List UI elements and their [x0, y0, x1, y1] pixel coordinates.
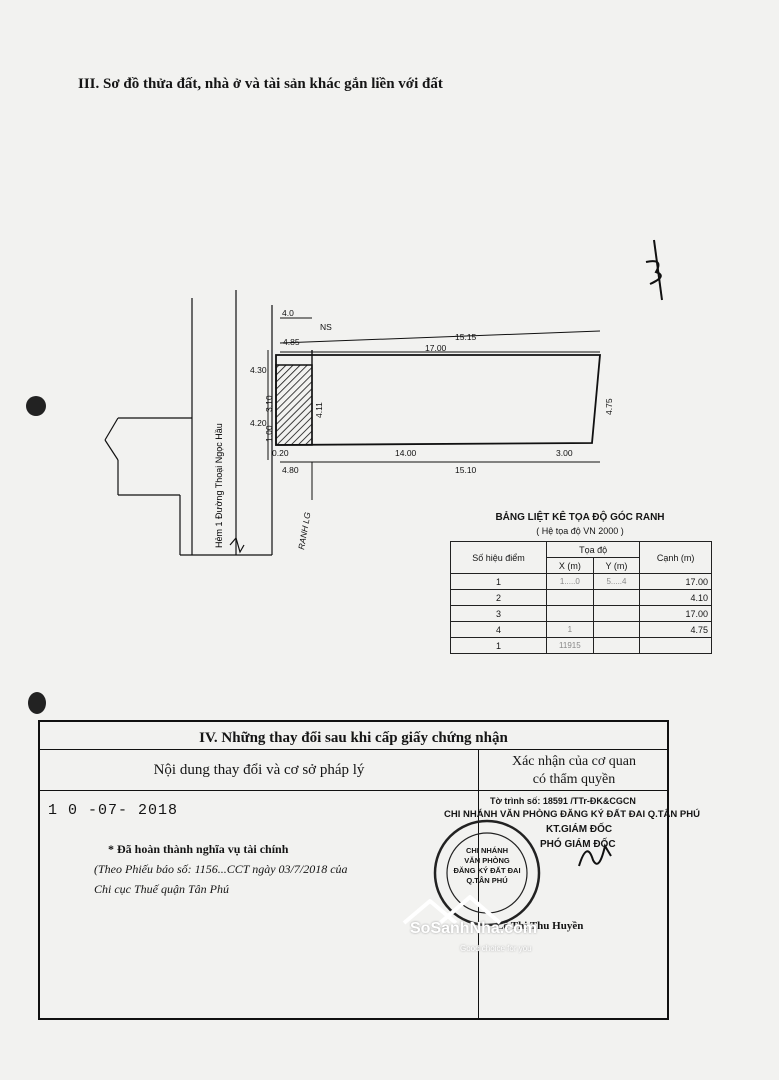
section-4-box	[38, 720, 669, 1020]
land-plot-diagram: Hẻm 1 Đường Thoại Ngọc Hầu 4.0 NS 4.85 1…	[104, 239, 663, 556]
dim-label: 4.30	[250, 365, 267, 375]
cell-y	[592, 637, 641, 654]
cell-y	[592, 605, 641, 622]
house-logo-icon	[402, 895, 502, 925]
cell-x: 1	[545, 621, 594, 638]
boundary-label: RANH LG	[296, 511, 312, 550]
cell-point: 3	[450, 605, 547, 622]
cell-x	[545, 605, 594, 622]
table-row: 1 11915	[450, 637, 712, 654]
cell-y	[592, 589, 641, 606]
cell-point: 2	[450, 589, 547, 606]
table-row: 4 1 4.75	[450, 621, 712, 638]
cell-y: 5.....4	[592, 573, 641, 590]
dim-label: 4.11	[314, 402, 324, 418]
cell-edge: 4.10	[639, 589, 712, 606]
stamp-line: VĂN PHÒNG	[464, 856, 510, 865]
ns-label: NS	[320, 322, 332, 332]
dim-label: 17.00	[425, 343, 447, 353]
section-3-title: III. Sơ đồ thửa đất, nhà ở và tài sản kh…	[78, 76, 443, 92]
dim-label: 14.00	[395, 448, 417, 458]
deputy-director: PHÓ GIÁM ĐỐC	[540, 839, 616, 850]
stamp-line: ĐĂNG KÝ ĐẤT ĐAI	[453, 866, 521, 875]
tax-complete-note: * Đã hoàn thành nghĩa vụ tài chính	[108, 842, 289, 856]
coord-header-coords: Tọa độ	[545, 541, 641, 558]
scan-speck	[28, 692, 46, 714]
tax-office: Chi cục Thuế quận Tân Phú	[94, 882, 229, 896]
kt-director: KT.GIÁM ĐỐC	[546, 824, 613, 835]
coord-table: Số hiệu điểm Tọa độ Cạnh (m) X (m) Y (m)…	[450, 541, 712, 654]
dim-label: 15.10	[455, 465, 477, 475]
cell-point: 1	[450, 573, 547, 590]
road-strip	[104, 290, 273, 556]
col-right-header: Xác nhận của cơ quan có thẩm quyền	[480, 753, 668, 789]
coord-header-y: Y (m)	[592, 557, 641, 574]
coord-header-x: X (m)	[545, 557, 594, 574]
col-right-header-line: có thẩm quyền	[532, 772, 616, 787]
stamp-line: Q.TÂN PHÚ	[466, 876, 508, 885]
dimension-lines	[267, 317, 601, 500]
cell-edge	[639, 637, 712, 654]
cell-x	[545, 589, 594, 606]
table-row: 2 4.10	[450, 589, 712, 606]
cell-point: 4	[450, 621, 547, 638]
signature-icon	[578, 843, 612, 867]
submission-no: Tờ trình số: 18591 /TTr-ĐK&CGCN	[490, 796, 636, 806]
watermark-name: SoSanhNha.com	[410, 920, 538, 937]
col-right-header-line: Xác nhận của cơ quan	[511, 754, 636, 769]
cell-x: 11915	[545, 637, 594, 654]
dim-label: 0.20	[272, 448, 289, 458]
tax-notice-ref: (Theo Phiếu báo số: 1156...CCT ngày 03/7…	[94, 862, 348, 876]
dim-label: 1.00	[264, 425, 274, 442]
section-4-title: IV. Những thay đổi sau khi cấp giấy chứn…	[199, 730, 508, 746]
signer-name: Lê Thị Thu Huyền	[496, 920, 584, 932]
dim-label: 4.20	[250, 418, 267, 428]
dim-label: 4.75	[604, 398, 614, 415]
change-date: 1 0 -07- 2018	[48, 802, 179, 819]
dim-label: 4.0	[282, 308, 294, 318]
divider	[478, 749, 479, 1018]
watermark-tagline: Good choice for you	[460, 944, 532, 953]
cell-edge: 17.00	[639, 573, 712, 590]
north-arrow-icon	[645, 239, 663, 301]
stamp-line: CHI NHÁNH	[465, 846, 509, 855]
divider	[38, 790, 669, 791]
divider	[38, 749, 669, 750]
dim-label: 3.00	[556, 448, 573, 458]
coord-table-subtitle: ( Hệ tọa độ VN 2000 )	[536, 526, 624, 536]
road-label: Hẻm 1 Đường Thoại Ngọc Hầu	[214, 423, 224, 548]
dim-label: 3.10	[264, 395, 274, 412]
land-lot	[275, 350, 601, 446]
cell-edge: 17.00	[639, 605, 712, 622]
cell-y	[592, 621, 641, 638]
table-row: 1 1.....0 5.....4 17.00	[450, 573, 712, 590]
cell-edge: 4.75	[639, 621, 712, 638]
dim-label: 4.80	[282, 465, 299, 475]
col-left-header: Nội dung thay đổi và cơ sở pháp lý	[153, 762, 365, 778]
dim-label: 4.85	[283, 337, 300, 347]
scan-speck	[26, 396, 46, 416]
stamp-text: CHI NHÁNH VĂN PHÒNG ĐĂNG KÝ ĐẤT ĐAI Q.TÂ…	[440, 846, 534, 886]
cell-point: 1	[450, 637, 547, 654]
table-row: 3 17.00	[450, 605, 712, 622]
coord-header-edge: Cạnh (m)	[639, 541, 712, 574]
coord-table-title: BẢNG LIỆT KÊ TỌA ĐỘ GÓC RANH	[495, 512, 665, 523]
coord-header-point: Số hiệu điểm	[450, 541, 547, 574]
dim-label: 15.15	[455, 332, 477, 342]
cell-x: 1.....0	[545, 573, 594, 590]
branch-name: CHI NHÁNH VĂN PHÒNG ĐĂNG KÝ ĐẤT ĐAI Q.TÂ…	[444, 809, 700, 820]
